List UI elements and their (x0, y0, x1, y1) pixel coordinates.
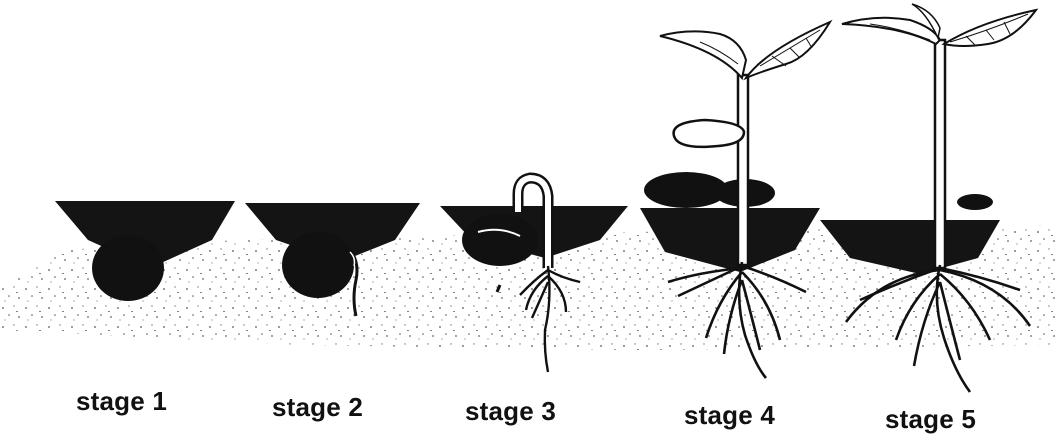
stage-2-label: stage 2 (272, 392, 363, 423)
seed-stage-1 (92, 235, 164, 301)
stage-3-label: stage 3 (465, 396, 556, 427)
stage-1-label: stage 1 (76, 386, 167, 417)
stage-4-label: stage 4 (684, 400, 775, 431)
stage-5-label: stage 5 (885, 404, 976, 435)
